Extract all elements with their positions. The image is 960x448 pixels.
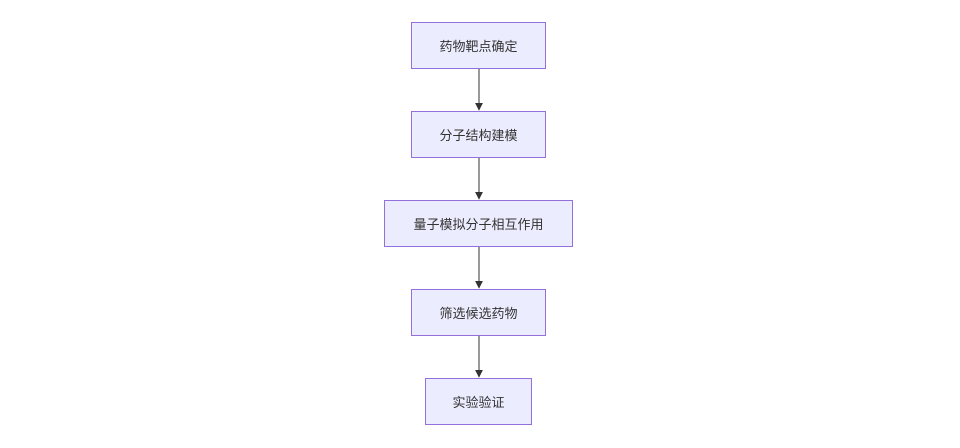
node-molecular-structure-modeling[interactable]: 分子结构建模 — [411, 111, 546, 158]
node-label: 量子模拟分子相互作用 — [413, 218, 544, 233]
node-quantum-simulation[interactable]: 量子模拟分子相互作用 — [384, 200, 573, 247]
node-drug-target-identification[interactable]: 药物靶点确定 — [411, 22, 546, 69]
node-label: 实验验证 — [452, 396, 505, 411]
node-experimental-validation[interactable]: 实验验证 — [425, 378, 532, 425]
node-candidate-screening[interactable]: 筛选候选药物 — [411, 289, 546, 336]
node-label: 药物靶点确定 — [439, 40, 518, 55]
node-label: 分子结构建模 — [439, 129, 518, 144]
node-label: 筛选候选药物 — [439, 307, 518, 322]
